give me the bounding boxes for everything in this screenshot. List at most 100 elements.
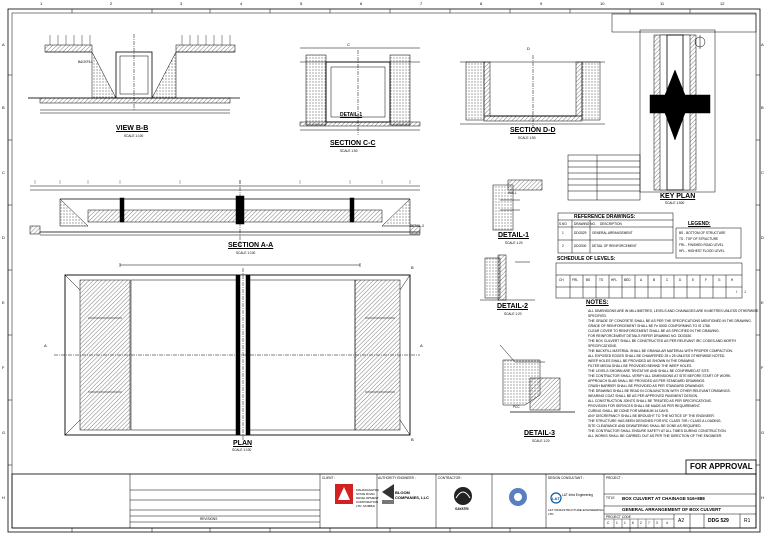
grid-col-10: 10 — [600, 1, 605, 6]
schedule-title: SCHEDULE OF LEVELS: — [557, 256, 616, 262]
backfill-label: BACKFILL — [78, 60, 94, 64]
note-22: ANY DISCREPANCY SHALL BE BROUGHT TO THE … — [588, 414, 715, 418]
detail3-drawing — [499, 344, 575, 413]
detail2-scale: SCALE 1:20 — [504, 312, 522, 316]
grid-col-3: 3 — [180, 1, 183, 6]
grid-row-a-right: A — [761, 42, 764, 47]
code-digit-8: 4 — [666, 521, 668, 525]
project-label: PROJECT : — [606, 476, 623, 480]
note-21: CURING SHALL BE DONE FOR MINIMUM 14 DAYS… — [588, 409, 670, 413]
drawing-number: DDG 529 — [708, 518, 729, 524]
note-9: THE BACKFILL MATERIAL SHALL BE GRANULAR … — [588, 349, 733, 353]
project-code-label: PROJECT CODE — [606, 515, 631, 519]
legend-item-3: FRL - FINISHED ROAD LEVEL — [679, 243, 724, 247]
section-marker-c: C — [347, 42, 350, 47]
section-dd-title: SECTION D-D — [510, 127, 556, 134]
sheet-size: A2 — [678, 518, 685, 524]
plan-drawing — [54, 263, 420, 440]
schedule-col-b: B — [653, 278, 656, 282]
detail2-title: DETAIL-2 — [497, 303, 528, 310]
ref-row2-desc: DETAIL OF REINFORCEMENT — [592, 244, 637, 248]
outer-border — [7, 8, 761, 533]
grid-col-6: 6 — [360, 1, 363, 6]
grid-row-c: C — [2, 170, 5, 175]
schedule-col-ch: CH — [559, 278, 564, 282]
gayatri-logo — [454, 487, 472, 505]
view-bb-title: VIEW B-B — [116, 125, 149, 132]
grid-col-7: 7 — [420, 1, 423, 6]
section-cc-title: SECTION C-C — [330, 140, 376, 147]
ref-row2-drawing: DDG530 — [574, 244, 587, 248]
note-4: GRADE OF REINFORCEMENT SHALL BE Fe 500D … — [588, 324, 711, 328]
ae-partner-logo — [509, 488, 527, 506]
title-line2: GENERAL ARRANGEMENT OF BOX CULVERT — [622, 507, 722, 512]
code-digit-4: 6 — [632, 521, 634, 525]
note-12: FILTER MEDIA SHALL BE PROVIDED BEHIND TH… — [588, 364, 693, 368]
note-5: CLEAR COVER TO REINFORCEMENT SHALL BE AS… — [588, 329, 720, 333]
code-digit-5: 2 — [640, 521, 642, 525]
legend-item-4: HFL - HIGHEST FLOOD LEVEL — [679, 249, 725, 253]
note-10: ALL EXPOSED EDGES SHALL BE CHAMFERED 25 … — [588, 354, 726, 358]
grid-ticks — [8, 9, 760, 532]
section-marker-a-left: A — [44, 343, 47, 348]
approval-stamp: FOR APPROVAL — [690, 462, 753, 471]
grid-col-8: 8 — [480, 1, 483, 6]
ref-header-desc: DESCRIPTION — [600, 222, 622, 226]
client-name: MAHARASHTRA STATE ROAD DEVELOPMENT CORPO… — [356, 488, 379, 508]
grid-col-1: 1 — [40, 1, 43, 6]
code-digit-7: 3 — [656, 521, 658, 525]
plan-scale: SCALE 1:100 — [232, 448, 252, 452]
code-digit-6: 7 — [648, 521, 650, 525]
view-bb-drawing — [28, 34, 240, 114]
svg-text:L&T: L&T — [552, 496, 560, 501]
schedule-col-g: G — [718, 278, 721, 282]
ref-row1-desc: GENERAL ARRANGEMENT — [592, 231, 633, 235]
code-digit-2: 1 — [616, 521, 618, 525]
schedule-col-frl: FRL — [572, 278, 579, 282]
pcc-label: PCC — [513, 405, 520, 409]
grid-row-h: H — [2, 495, 5, 500]
dc-name-short: L&T Infra Engineering — [562, 493, 593, 497]
schedule-col-bs: BS — [586, 278, 591, 282]
note-7: THE BOX CULVERT SHALL BE CONSTRUCTED AS … — [588, 339, 736, 343]
note-11: WEEP HOLES SHALL BE PROVIDED AS SHOWN IN… — [588, 359, 696, 363]
note-26: ALL WORKS SHALL BE CARRIED OUT AS PER TH… — [588, 434, 723, 438]
ae-name: BLOOM COMPANIES, LLC — [395, 490, 429, 500]
grid-row-e: E — [2, 300, 5, 305]
grid-row-h-right: H — [761, 495, 764, 500]
note-8: SPECIFICATIONS. — [588, 344, 617, 348]
note-15: APPROACH SLAB SHALL BE PROVIDED AS PER S… — [588, 379, 706, 383]
ref-row1-drawing: DDG529 — [574, 231, 587, 235]
authority-label: AUTHORITY ENGINEER : — [378, 476, 416, 480]
section-dd-drawing — [460, 55, 605, 128]
section-cc-drawing — [299, 47, 421, 135]
grid-row-f-right: F — [761, 365, 764, 370]
ref-row2-sno: 2 — [562, 244, 564, 248]
schedule-col-ts: TS — [599, 278, 604, 282]
detail3-title: DETAIL-3 — [524, 430, 555, 437]
detail3-scale: SCALE 1:20 — [532, 439, 550, 443]
revision-code: R1 — [744, 518, 751, 524]
note-6: FOR REINFORCEMENT DETAILS REFER DRAWING … — [588, 334, 693, 338]
section-cc-scale: SCALE 1:50 — [340, 149, 358, 153]
grid-col-9: 9 — [540, 1, 543, 6]
grid-row-a: A — [2, 42, 5, 47]
note-23: THE STRUCTURE HAS BEEN DESIGNED FOR IRC … — [588, 419, 722, 423]
bloom-logo — [382, 484, 394, 504]
schedule-col-hfl: HFL — [611, 278, 618, 282]
grid-row-d-right: D — [761, 235, 764, 240]
ref-row1-sno: 1 — [562, 231, 564, 235]
client-label: CLIENT : — [322, 476, 336, 480]
note-20: PROVISION FOR SERVICES SHALL BE MADE AS … — [588, 404, 701, 408]
grid-row-e-right: E — [761, 300, 764, 305]
section-aa-scale: SCALE 1:100 — [236, 251, 256, 255]
grid-col-12: 12 — [720, 1, 725, 6]
section-marker-b-bottom: B — [411, 437, 414, 442]
code-digit-1: C — [607, 521, 610, 525]
schedule-col-bed: BED — [624, 278, 631, 282]
section-marker-b-top: B — [411, 265, 414, 270]
title-block-frame — [11, 459, 757, 529]
note-13: THE LEVELS SHOWN ARE TENTATIVE AND SHALL… — [588, 369, 710, 373]
